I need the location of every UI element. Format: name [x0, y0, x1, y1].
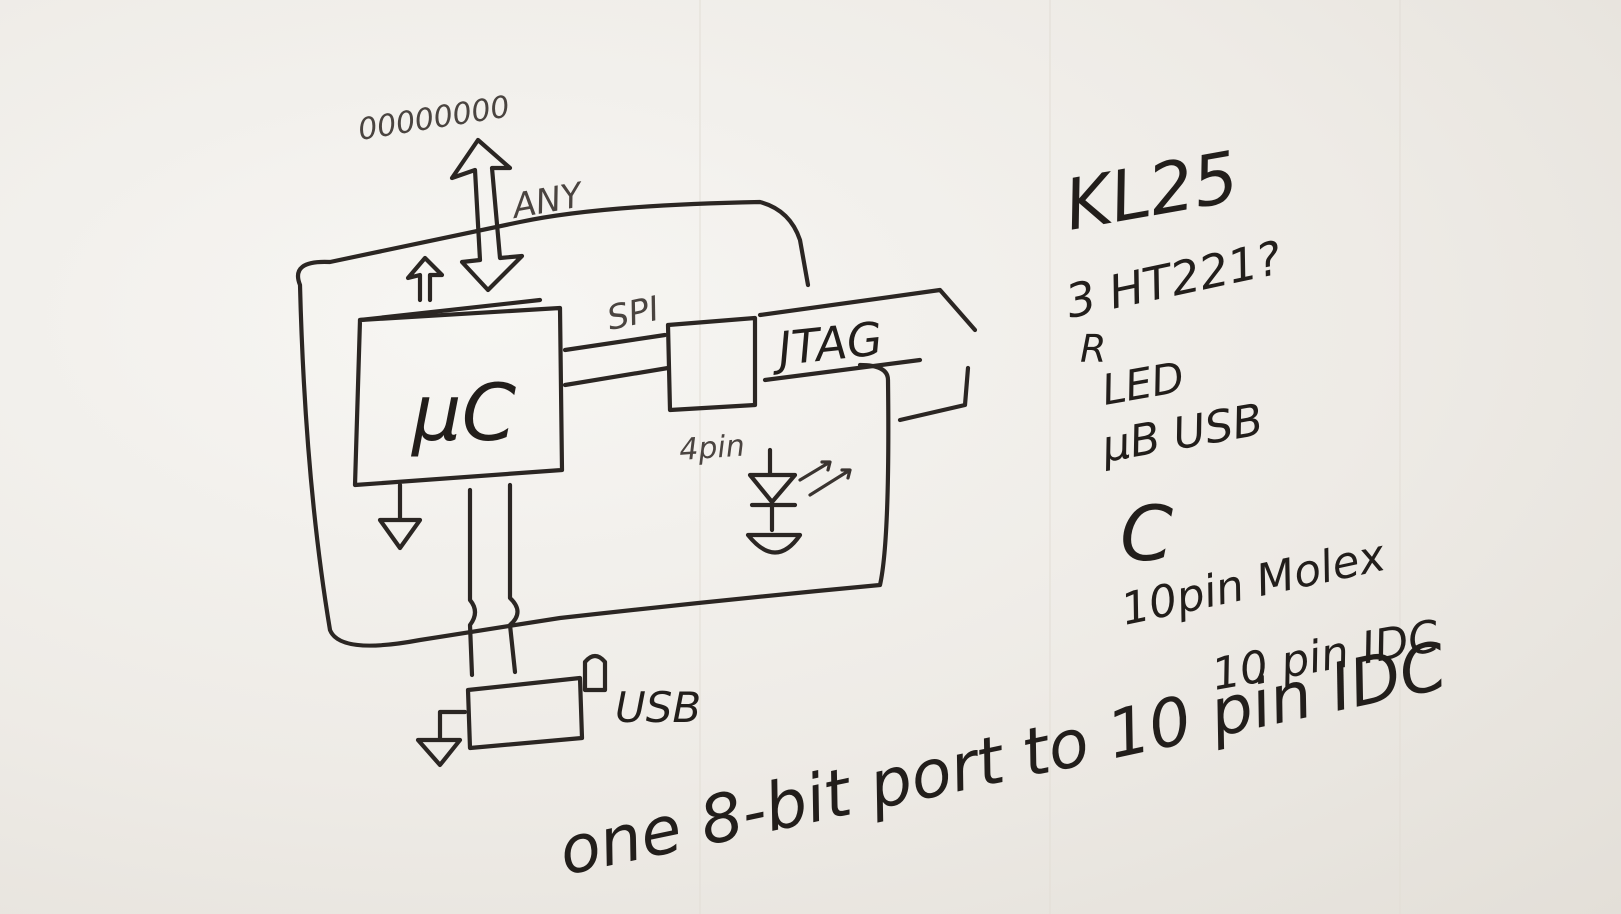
led-light-rays-icon	[800, 462, 850, 495]
usb-data-lines	[470, 485, 518, 675]
bidirectional-bus-arrow-icon	[452, 140, 522, 290]
usb-ground-icon	[418, 712, 465, 765]
spi-peripheral-chip	[668, 318, 755, 410]
led-symbol	[750, 450, 795, 530]
four-pin-label: 4pin	[678, 428, 746, 467]
usb-label: USB	[615, 683, 701, 732]
component-notes: KL25 3 HT221? R LED μB USB C 10pin Molex…	[1059, 136, 1444, 701]
output-bits-label: 00000000	[356, 89, 512, 147]
board-outline	[298, 202, 888, 646]
led-ground-icon	[748, 535, 800, 553]
mcu-label: μC	[410, 369, 517, 459]
note-led: LED	[1098, 352, 1188, 415]
note-c: C	[1120, 489, 1173, 578]
note-bottom: one 8-bit port to 10 pin IDC	[552, 627, 1453, 890]
mcu-ground-icon	[380, 485, 420, 548]
note-r: R	[1080, 327, 1106, 371]
spi-bus-lines	[565, 335, 668, 385]
spi-label: SPI	[604, 289, 663, 339]
usb-connector	[468, 678, 582, 748]
note-ht221: 3 HT221?	[1061, 230, 1286, 328]
any-label: ANY	[508, 175, 588, 227]
note-kl25: KL25	[1059, 136, 1245, 247]
up-arrow-icon	[408, 258, 442, 300]
usb-power-icon	[585, 656, 605, 690]
